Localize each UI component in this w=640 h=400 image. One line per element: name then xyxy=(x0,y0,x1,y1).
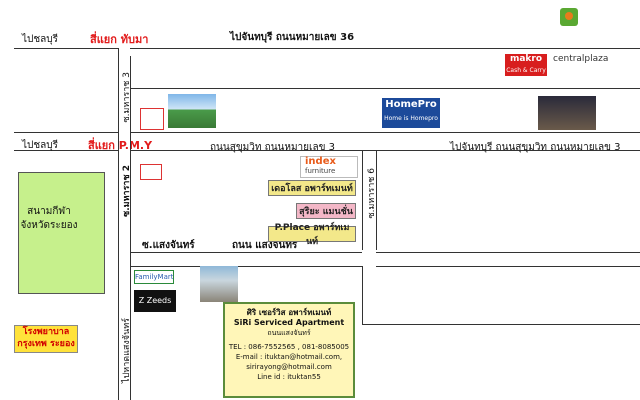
homepro-sub: Home is Homepro xyxy=(384,115,438,122)
saengchan-top-edge-right xyxy=(376,252,640,253)
lower-block-right-edge xyxy=(362,266,363,324)
homepro-name: HomePro xyxy=(385,99,437,110)
mid-road-label: ถนนสุขุมวิท ถนนหมายเลข 3 xyxy=(210,142,335,153)
siri-building-photo xyxy=(200,266,238,302)
index-sub: furniture xyxy=(305,167,336,175)
saengchan-bottom-edge xyxy=(130,266,362,267)
stadium-area xyxy=(18,172,105,294)
familymart-sign: FamilyMart xyxy=(134,270,174,284)
siri-email-2: sirirayong@hotmail.com xyxy=(246,363,332,371)
pin-icon xyxy=(140,164,162,180)
mid-right-road-label: ไปจันทบุรี ถนนสุขุมวิท ถนนหมายเลข 3 xyxy=(450,142,621,153)
siri-tel: TEL : 086-7552565 , 081-8085005 xyxy=(228,343,350,351)
soi-saengchan-label: ซ.แสงจันทร์ xyxy=(142,240,195,251)
siri-email-1: E-mail : ituktan@hotmail.com, xyxy=(235,353,343,361)
makro-logo: makro Cash & Carry xyxy=(505,54,547,76)
building-photo-top-right xyxy=(538,96,596,130)
to-saengchan-label: ไปหาดแสงจันทร์ xyxy=(122,318,132,383)
soi-6-right-edge xyxy=(376,150,377,250)
road-3-bottom-edge-right xyxy=(130,150,640,151)
index-name: index xyxy=(305,156,336,167)
top-junction-label: สี่แยก ทับมา xyxy=(90,33,149,46)
top-left-direction: ไปชลบุรี xyxy=(22,34,59,45)
siri-info-box: ศิริ เซอร์วิส อพาร์ทเมนท์ SiRi Serviced … xyxy=(223,302,355,398)
makro-name: makro xyxy=(509,54,543,64)
makro-sub: Cash & Carry xyxy=(506,67,546,74)
soi-right-edge xyxy=(130,56,131,400)
z-hotel-logo: Z Zeeds xyxy=(134,290,176,312)
road-3-top-edge xyxy=(14,132,118,133)
mid-junction-label: สี่แยก P.M.Y xyxy=(88,139,153,152)
stadium-label: สนามกีฬาจังหวัดระยอง xyxy=(20,206,78,231)
soi-6-left-edge xyxy=(362,150,363,250)
lower-block-bottom xyxy=(362,324,640,325)
soi-2-label: ซ.มหาราช 2 xyxy=(122,165,132,217)
siri-name-en: SiRi Serviced Apartment xyxy=(233,318,345,327)
road-36-left-edge xyxy=(14,48,118,49)
road-36-bottom-edge xyxy=(130,88,640,89)
top-road-label: ไปจันทบุรี ถนนหมายเลข 36 xyxy=(230,32,355,43)
ptt-station-photo xyxy=(168,94,216,128)
saengchan-top-edge xyxy=(130,252,362,253)
place-delos-apartment: เดอโลส อพาร์ทเมนท์ xyxy=(268,180,356,196)
hospital-label: โรงพยาบาลกรุงเทพ ระยอง xyxy=(14,325,78,353)
soi-3-label: ซ.มหาราช 3 xyxy=(122,72,132,123)
road-saengchan-label: ถนน แสงจันทร์ xyxy=(232,240,298,251)
siri-name-th: ศิริ เซอร์วิส อพาร์ทเมนท์ xyxy=(246,308,332,317)
homepro-logo: HomePro Home is Homepro xyxy=(382,98,440,128)
siri-road: ถนนแสงจันทร์ xyxy=(267,329,311,337)
corner-logo-mark xyxy=(565,12,573,20)
place-suriya-mansion: สุริยะ แมนชั่น xyxy=(296,203,356,219)
central-plaza-logo: centralplaza xyxy=(553,54,609,64)
ptt-station-icon xyxy=(140,108,164,130)
siri-line: Line id : ituktan55 xyxy=(257,373,321,381)
place-pplace-apartment: P.Place อพาร์ทเมนท์ xyxy=(268,223,356,247)
index-furniture-logo: index furniture xyxy=(300,156,358,178)
mid-left-direction: ไปชลบุรี xyxy=(22,140,59,151)
soi-left-edge xyxy=(118,48,119,400)
road-36-top-edge xyxy=(130,48,640,49)
soi-6-label: ซ.มหาราช 6 xyxy=(367,168,377,219)
road-3-top-edge-right xyxy=(130,132,640,133)
saengchan-bottom-edge-right xyxy=(376,266,640,267)
road-3-bottom-edge xyxy=(14,150,118,151)
